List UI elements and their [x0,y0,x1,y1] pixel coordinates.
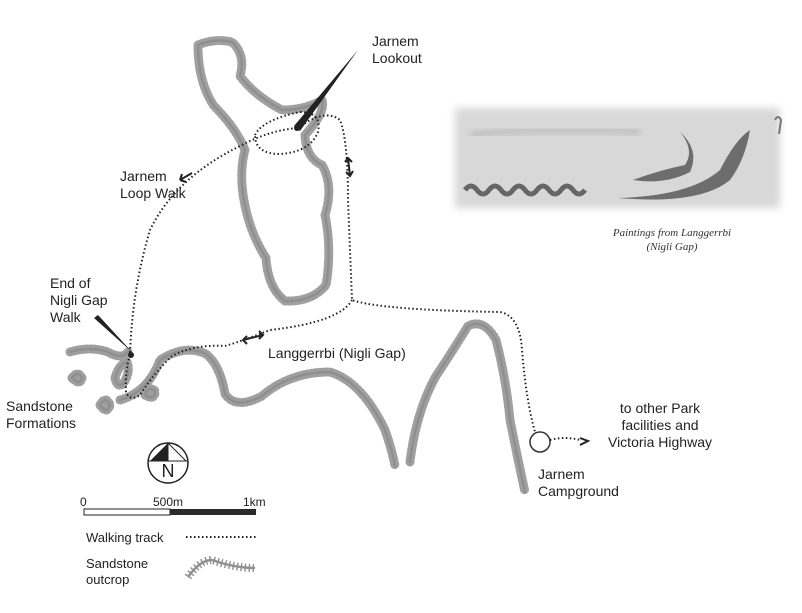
caption-line: (Nigli Gap) [646,241,698,253]
track-loop-walk [297,114,536,433]
label-line: facilities and [621,417,699,433]
label-line: Nigli Gap [50,292,108,308]
double-arrow-icon [344,156,354,178]
label-line: Jarnem [538,466,585,482]
label-line: Jarnem [372,33,419,49]
nigli-end-point [128,352,134,358]
painting-caption: Paintings from Langgerrbi (Nigli Gap) [572,226,772,254]
label-line: End of [50,275,91,291]
compass-rose [147,441,189,484]
scale-bar [83,508,256,516]
campground-marker [529,431,551,453]
double-arrow-icon [241,330,265,345]
label-langgerrbi: Langgerrbi (Nigli Gap) [268,345,406,361]
scale-label-500m: 500m [153,495,184,509]
label-line: Loop Walk [120,185,186,201]
legend-outcrop-swatch [184,555,256,580]
scale-label-0: 0 [80,495,87,509]
track-campground-exit [549,437,581,441]
lookout-pointer [294,50,358,131]
legend-line: Sandstone [86,556,149,571]
label-line: Victoria Highway [607,434,712,450]
caption-line: Paintings from Langgerrbi [612,227,732,239]
label-line: Campground [538,483,619,499]
legend-walking-track: Walking track [86,530,164,545]
legend-line: outcrop [86,572,130,587]
scale-label-1km: 1km [243,495,266,509]
arrow-loop-walk-icon [179,172,193,183]
label-line: Formations [6,415,77,431]
label-line: Jarnem [120,168,167,184]
sandstone-outcrops [65,36,530,497]
nigli-end-pointer [94,315,133,353]
campground-arrow-icon [579,437,591,446]
rock-painting-image [455,108,783,208]
label-line: Sandstone [6,398,73,414]
compass-north-label: N [161,461,175,481]
label-line: to other Park [619,400,701,416]
direction-arrows [179,156,354,345]
label-line: Lookout [372,50,422,66]
track-lookout-loop [253,110,320,156]
label-line: Walk [50,309,81,325]
outcrop-lookout-range [193,36,334,306]
